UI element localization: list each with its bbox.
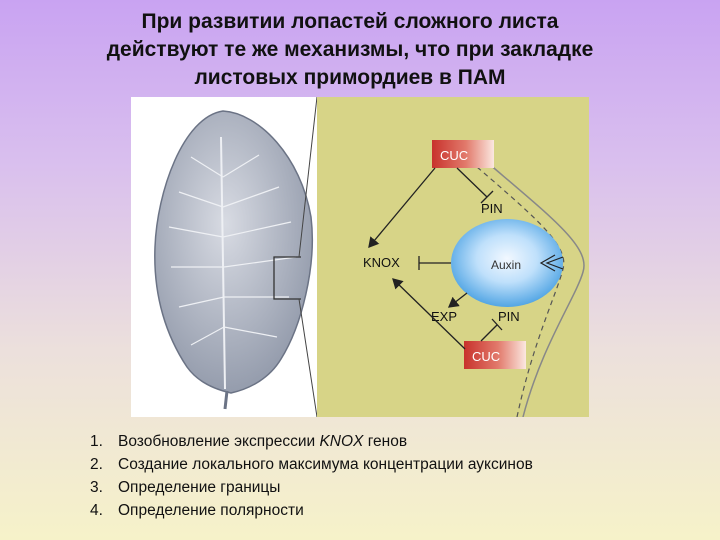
cuc-top-box (432, 140, 494, 168)
leaf-blade (154, 110, 314, 394)
arrow-cuc-to-knox (368, 167, 436, 248)
tissue-outline (480, 156, 585, 417)
cuc-bottom-label: CUC (472, 349, 500, 364)
list-item: 3. Определение границы (90, 476, 533, 499)
list-item: 1. Возобновление экспрессии KNOX генов (90, 430, 533, 453)
zoom-line-bottom (298, 298, 318, 417)
list-number: 3. (90, 479, 103, 496)
list-number: 1. (90, 433, 103, 450)
title-line-2: действуют те же механизмы, что при закла… (106, 38, 594, 61)
list-text: Создание локального максимума концентрац… (118, 456, 533, 473)
arrow-auxin-to-exp (447, 292, 468, 308)
list-number: 4. (90, 502, 103, 519)
list-item: 4. Определение полярности (90, 499, 533, 522)
auxin-label: Auxin (491, 258, 521, 272)
auxin-ellipse (451, 219, 563, 307)
leaf-bracket (273, 256, 301, 300)
numbered-list: 1. Возобновление экспрессии KNOX генов 2… (90, 430, 533, 522)
pin-top-label: PIN (481, 201, 503, 216)
leaf-image (154, 110, 314, 410)
cuc-top-label: CUC (440, 148, 468, 163)
list-text: Определение границы (118, 479, 281, 496)
inhibit-cuc-to-pin (456, 167, 488, 198)
leaf-petiole (223, 390, 229, 410)
knox-label: KNOX (363, 255, 400, 270)
list-item: 2. Создание локального максимума концент… (90, 453, 533, 476)
list-number: 2. (90, 456, 103, 473)
zoom-line-top (298, 97, 318, 258)
figure-panel: CUC Auxin PIN KNOX EXP PIN CUC (131, 97, 589, 417)
arrow-cuc-bottom-to-knox (392, 278, 466, 350)
slide-title: При развитии лопастей сложного листа дей… (40, 8, 660, 92)
diagram-svg: CUC Auxin PIN KNOX EXP PIN CUC (154, 97, 589, 417)
title-line-3: листовых примордиев в ПАМ (194, 66, 506, 89)
pin-flux-arrows (539, 254, 564, 272)
inhibit-cuc-bottom-to-pin (480, 324, 498, 342)
pin-bottom-label: PIN (498, 309, 520, 324)
cuc-bottom-box (464, 341, 526, 369)
title-line-1: При развитии лопастей сложного листа (141, 10, 559, 33)
list-text: Возобновление экспрессии KNOX генов (118, 433, 408, 450)
exp-label: EXP (431, 309, 457, 324)
list-text: Определение полярности (118, 502, 304, 519)
